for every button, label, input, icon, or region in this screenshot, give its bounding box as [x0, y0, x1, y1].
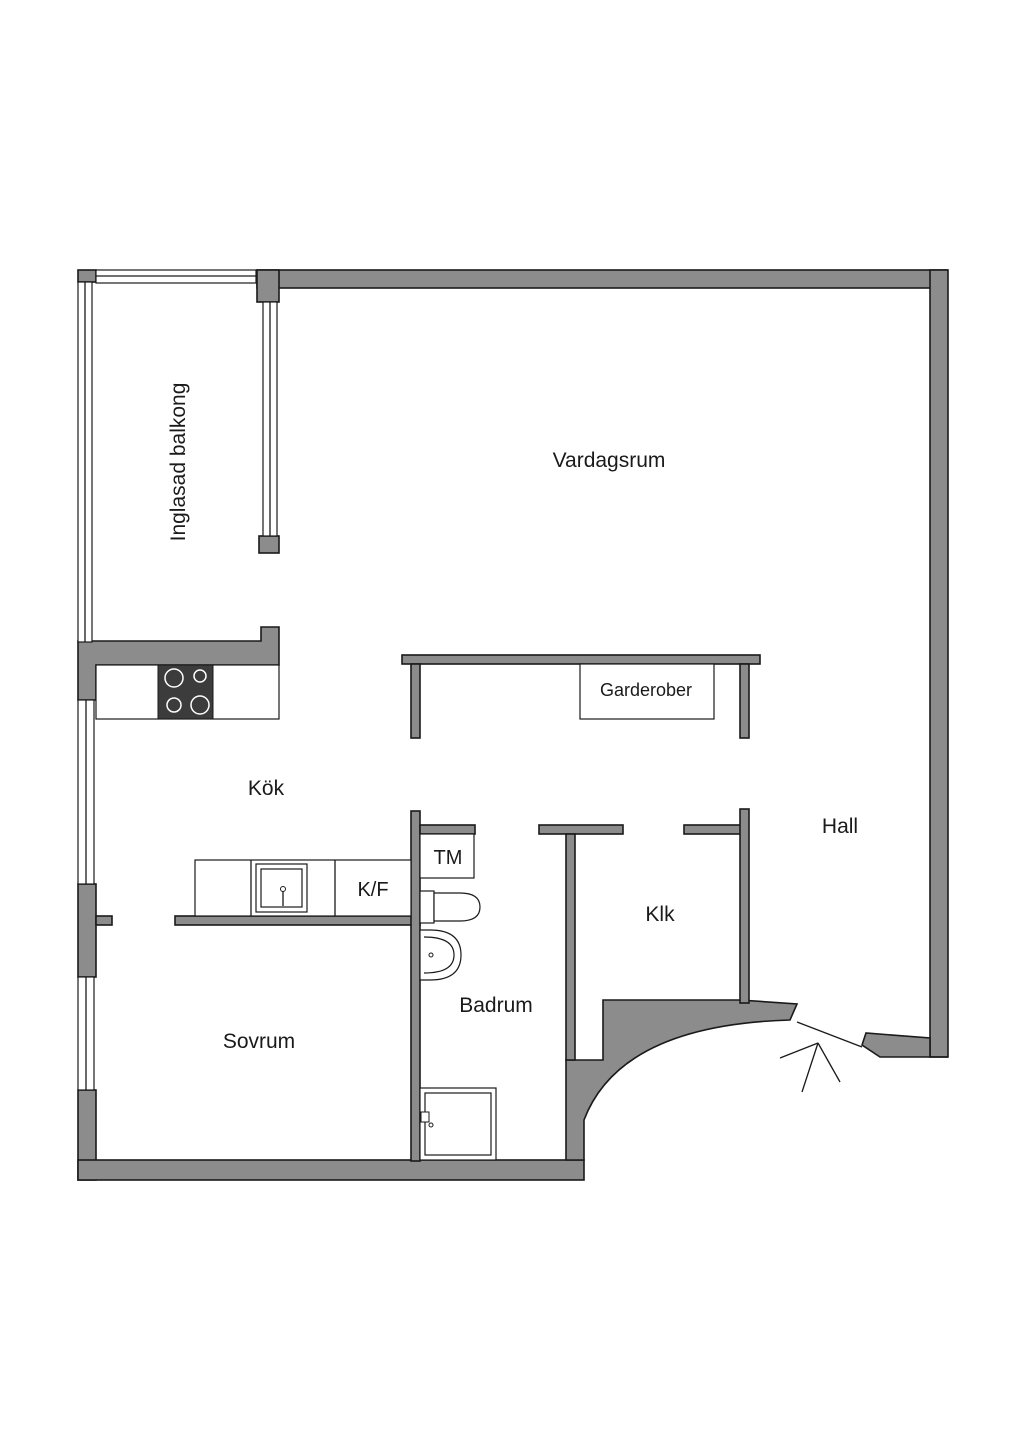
wall-wardrobe-left [410, 663, 421, 739]
wall-left-stub [95, 915, 113, 926]
label-garderober: Garderober [600, 680, 692, 700]
wall-closet-right [739, 808, 750, 1004]
wall-entrance-right [861, 1032, 948, 1058]
wall-bathroom-left [410, 810, 421, 1162]
label-tm: TM [434, 847, 463, 869]
wardrobe-box [579, 663, 715, 720]
windows [77, 269, 278, 1091]
label-badrum: Badrum [459, 994, 533, 1017]
label-vardagsrum: Vardagsrum [553, 449, 666, 472]
wall-left-top [77, 269, 97, 283]
toilet-icon [419, 890, 481, 924]
interior-walls [174, 654, 761, 1162]
wall-bathroom-top [419, 824, 476, 835]
wall-curved [565, 999, 799, 1161]
label-balkong: Inglasad balkong [167, 383, 190, 542]
wall-bottom [77, 1159, 585, 1181]
label-kf: K/F [357, 879, 388, 901]
wall-balcony-partition-bottom [258, 535, 280, 554]
label-hall: Hall [822, 815, 858, 838]
washbasin-icon [419, 929, 462, 981]
outer-walls [77, 269, 949, 1181]
wall-wardrobe-top [401, 654, 761, 665]
label-kok: Kök [248, 777, 285, 800]
wall-left-mid [77, 883, 97, 978]
wall-right [929, 269, 949, 1058]
wall-balcony-partition-top [256, 269, 280, 303]
kitchen-sink-icon [255, 863, 308, 913]
label-klk: Klk [645, 903, 675, 926]
wall-wardrobe-right [739, 663, 750, 739]
entrance-arrow-icon [779, 1021, 863, 1093]
room-labels: Vardagsrum Inglasad balkong Garderober K… [167, 383, 858, 1053]
washer-box [419, 833, 475, 879]
stove-icon [157, 664, 214, 720]
wall-closet-top-left [538, 824, 624, 835]
shower-icon [419, 1087, 497, 1161]
wall-closet-left [565, 833, 576, 1061]
bathroom-fixtures [419, 833, 497, 1161]
wall-closet-top-right [683, 824, 749, 835]
wall-top [256, 269, 948, 289]
wall-kitchen-bedroom [174, 915, 421, 926]
kitchen-fixtures [95, 664, 412, 917]
label-sovrum: Sovrum [223, 1030, 295, 1053]
